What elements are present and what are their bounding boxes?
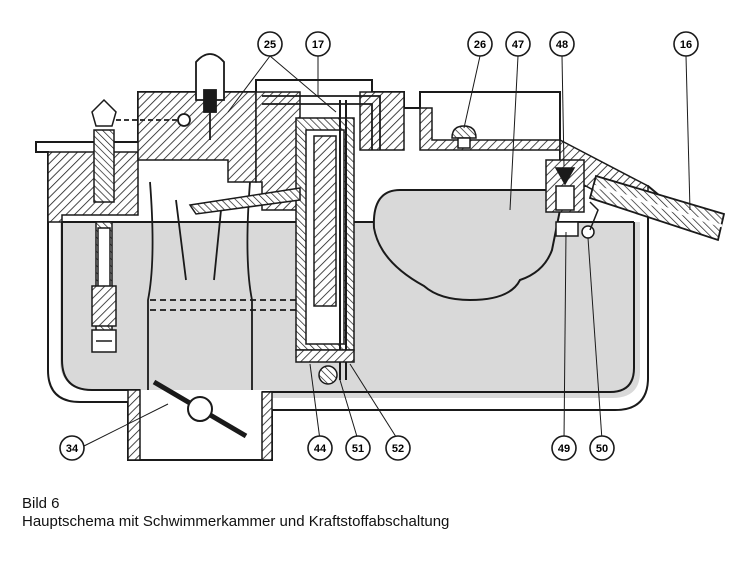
- callout-51: 51: [345, 435, 371, 461]
- callout-47: 47: [505, 31, 531, 57]
- callout-26: 26: [467, 31, 493, 57]
- callout-52: 52: [385, 435, 411, 461]
- callout-49: 49: [551, 435, 577, 461]
- callout-51-label: 51: [352, 443, 364, 455]
- leader-lines: [83, 55, 691, 447]
- callout-49-label: 49: [558, 443, 570, 455]
- cutoff-passage: [262, 95, 381, 150]
- callout-34: 34: [59, 435, 85, 461]
- callout-48: 48: [549, 31, 575, 57]
- throttle-valve: [152, 379, 248, 439]
- callout-25-label: 25: [264, 39, 276, 51]
- main-jet-well: [188, 100, 355, 385]
- callout-34-label: 34: [66, 443, 79, 455]
- needle-valve: [545, 159, 599, 239]
- callout-17: 17: [305, 31, 331, 57]
- callout-16-label: 16: [680, 39, 692, 51]
- callout-50-label: 50: [596, 443, 608, 455]
- callout-50: 50: [589, 435, 615, 461]
- fuel-inlet-pipe: [588, 174, 726, 242]
- callout-47-label: 47: [512, 39, 524, 51]
- vent-cap: [451, 125, 477, 149]
- callout-25: 25: [257, 31, 283, 57]
- callout-52-label: 52: [392, 443, 404, 455]
- choke-lever: [100, 53, 225, 140]
- callout-17-label: 17: [312, 39, 324, 51]
- idle-jet-assembly: [91, 98, 117, 353]
- figure-number: Bild 6: [22, 495, 60, 512]
- callout-48-label: 48: [556, 39, 568, 51]
- callout-44: 44: [307, 435, 333, 461]
- figure-title: Hauptschema mit Schwimmerkammer und Kraf…: [22, 513, 450, 530]
- callout-26-label: 26: [474, 39, 486, 51]
- callout-16: 16: [673, 31, 699, 57]
- callout-44-label: 44: [314, 443, 327, 455]
